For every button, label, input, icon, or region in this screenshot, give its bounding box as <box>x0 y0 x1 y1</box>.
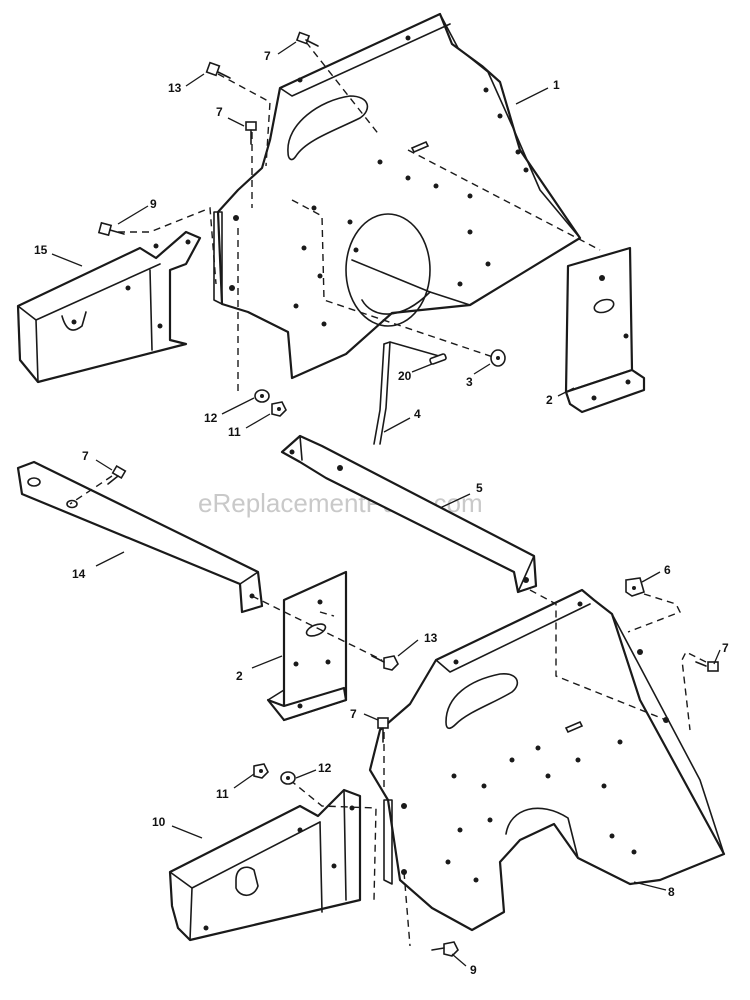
callout-12-lower: 12 <box>318 761 332 775</box>
callout-8: 8 <box>668 885 675 899</box>
callout-3: 3 <box>466 375 473 389</box>
part-1-upper-side-panel <box>213 12 582 380</box>
bolt-13-top <box>205 61 231 79</box>
callout-20: 20 <box>398 369 412 383</box>
leader-lines <box>51 41 721 967</box>
callout-2-upper: 2 <box>546 393 553 407</box>
callout-15: 15 <box>34 243 48 257</box>
assembly-dash-lines <box>69 41 707 947</box>
screw-7-lower <box>377 717 389 743</box>
bolt-9-upper <box>97 221 125 237</box>
part-8-lower-side-panel <box>368 588 726 932</box>
callout-7-right: 7 <box>722 641 729 655</box>
callout-13-lower: 13 <box>424 631 438 645</box>
part-15-upper-channel-bracket <box>16 230 202 384</box>
callout-10: 10 <box>152 815 166 829</box>
screw-7-top <box>295 31 319 47</box>
nut-11-upper <box>271 401 287 417</box>
part-2-upper-angle-bracket <box>564 246 646 414</box>
nut-11-lower <box>253 763 269 779</box>
callout-12-upper: 12 <box>204 411 218 425</box>
callout-7-top: 7 <box>264 49 271 63</box>
clip-6 <box>625 577 645 597</box>
part-14-long-support-bar <box>16 460 264 614</box>
fasteners <box>97 31 719 957</box>
screw-7-upper-left <box>245 121 257 145</box>
part-4-control-rod <box>373 341 447 445</box>
callout-1: 1 <box>553 78 560 92</box>
callout-6: 6 <box>664 563 671 577</box>
washer-12-upper <box>254 389 270 403</box>
callout-13-top: 13 <box>168 81 182 95</box>
callout-5: 5 <box>476 481 483 495</box>
bolt-9-lower <box>431 941 459 957</box>
callout-7-bar: 7 <box>82 449 89 463</box>
screw-7-right <box>695 661 719 672</box>
washer-3 <box>490 349 506 367</box>
callout-11-lower: 11 <box>216 787 229 801</box>
callout-9-lower: 9 <box>470 963 477 977</box>
screw-7-bar <box>107 464 127 485</box>
callout-14: 14 <box>72 567 86 581</box>
callout-labels: 7 13 7 1 9 15 20 3 2 12 11 4 7 5 14 6 2 … <box>34 49 729 977</box>
pin-20 <box>429 353 447 365</box>
part-10-lower-channel-bracket <box>168 788 362 942</box>
part-2-lower-angle-bracket <box>266 570 348 722</box>
callout-9-upper: 9 <box>150 197 157 211</box>
bolt-13-lower <box>371 655 399 671</box>
callout-4: 4 <box>414 407 421 421</box>
part-5-middle-cross-bar <box>280 434 538 594</box>
callout-7-upper-left: 7 <box>216 105 223 119</box>
callout-2-lower: 2 <box>236 669 243 683</box>
callout-7-lower: 7 <box>350 707 357 721</box>
washer-12-lower <box>280 771 296 785</box>
callout-11-upper: 11 <box>228 425 241 439</box>
